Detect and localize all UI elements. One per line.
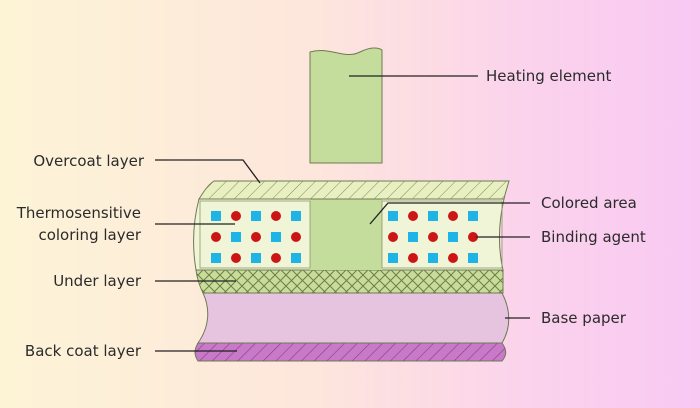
binding-agent-dot [271,211,281,221]
coloring-particle-square [388,253,398,263]
coloring-particle-square [291,211,301,221]
under-layer-hatch [196,270,503,293]
binding-agent-dot [448,211,458,221]
coloring-particle-square [271,232,281,242]
binding-agent-dot [231,253,241,263]
particle-block-right [381,200,503,269]
leader-overcoat-layer [155,159,261,184]
binding-agent-dot [408,253,418,263]
label-colored-area: Colored area [541,194,637,212]
colored-area [310,199,382,270]
binding-agent-dot [388,232,398,242]
binding-agent-dot [448,253,458,263]
binding-agent-dot [468,232,478,242]
coloring-particle-square [291,253,301,263]
coloring-particle-square [388,211,398,221]
label-heating-element: Heating element [486,67,612,85]
label-under-layer: Under layer [53,272,142,290]
binding-agent-dot [251,232,261,242]
binding-agent-dot [291,232,301,242]
coloring-particle-square [211,253,221,263]
label-overcoat-layer: Overcoat layer [33,152,144,170]
coloring-particle-square [448,232,458,242]
base-paper [197,292,510,344]
coloring-particle-square [428,211,438,221]
overcoat-hatch [199,181,509,199]
particles [211,211,478,263]
label-back-coat-layer: Back coat layer [25,342,142,360]
coloring-particle-square [428,253,438,263]
coloring-particle-square [251,211,261,221]
coloring-particle-square [468,253,478,263]
label-thermosensitive-line2: coloring layer [38,226,141,244]
leader-colored-area [369,202,530,225]
particle-block-left [199,200,311,269]
binding-agent-dot [211,232,221,242]
coloring-particle-square [468,211,478,221]
heating-element [309,47,383,164]
binding-agent-dot [231,211,241,221]
binding-agent-dot [271,253,281,263]
binding-agent-dot [408,211,418,221]
coloring-particle-square [408,232,418,242]
label-thermosensitive-line1: Thermosensitive [16,204,141,222]
label-base-paper: Base paper [541,309,627,327]
back-coat-hatch [195,343,506,361]
coloring-particle-square [231,232,241,242]
binding-agent-dot [428,232,438,242]
label-binding-agent: Binding agent [541,228,646,246]
coloring-particle-square [211,211,221,221]
coloring-particle-square [251,253,261,263]
